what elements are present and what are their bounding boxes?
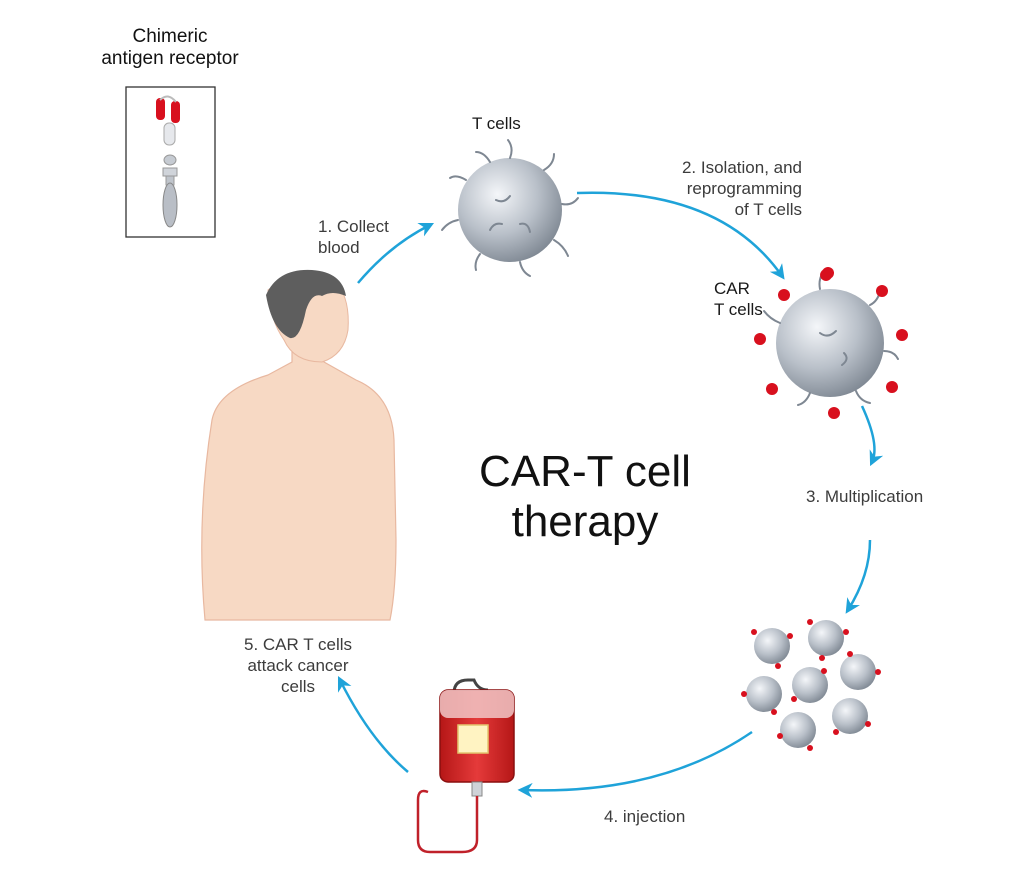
step-5-line3: cells xyxy=(280,677,315,696)
car-t-cell xyxy=(754,267,908,419)
step-5-line1: 5. CAR T cells xyxy=(243,635,353,654)
step-2-line2: reprogramming xyxy=(686,179,802,198)
step-2-line3: of T cells xyxy=(734,200,802,219)
step-1-line1: 1. Collect xyxy=(318,217,389,236)
diagram-title-line2: therapy xyxy=(511,497,659,546)
diagram-title: CAR-T cell therapy xyxy=(450,447,720,547)
step-injection: 4. injection xyxy=(604,807,686,826)
multiplied-car-t-cells xyxy=(741,619,881,751)
arrow-attack xyxy=(337,675,409,773)
receptor-title-line2: antigen receptor xyxy=(101,48,239,69)
step-5-line2: attack cancer xyxy=(247,656,349,675)
step-reprogramming: 2. Isolation, and reprogramming of T cel… xyxy=(640,157,802,220)
arrow-reprogramming xyxy=(576,191,785,280)
t-cells-label: T cells xyxy=(472,114,521,133)
step-collect-blood: 1. Collect blood xyxy=(318,216,389,258)
arrow-injection xyxy=(517,730,753,798)
receptor-title-line1: Chimeric xyxy=(132,26,208,47)
car-t-label-line1: CAR xyxy=(714,279,750,298)
step-multiplication: 3. Multiplication xyxy=(806,487,924,506)
step-1-line2: blood xyxy=(318,238,360,257)
receptor-title: Chimeric antigen receptor xyxy=(100,26,240,70)
arrow-collect-blood xyxy=(357,222,435,284)
arrow-to-multiplication xyxy=(860,405,884,467)
car-t-cells-label: CAR T cells xyxy=(714,278,763,320)
t-cell xyxy=(441,139,579,277)
patient-figure xyxy=(201,269,397,621)
step-attack-cancer: 5. CAR T cells attack cancer cells xyxy=(233,634,363,697)
infusion-bag xyxy=(416,678,515,854)
step-2-line1: 2. Isolation, and xyxy=(681,158,802,177)
car-t-label-line2: T cells xyxy=(714,300,763,319)
car-receptors xyxy=(754,267,908,419)
receptor-box xyxy=(125,86,216,238)
cycle-arrows xyxy=(337,191,884,798)
arrow-multiplication xyxy=(845,539,872,614)
diagram-title-line1: CAR-T cell xyxy=(479,447,691,496)
